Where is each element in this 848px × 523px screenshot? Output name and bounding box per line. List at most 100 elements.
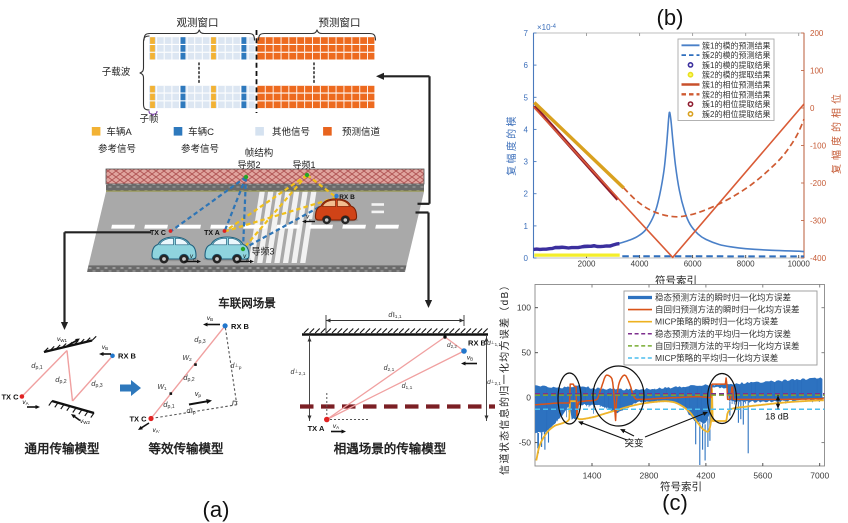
svg-text:预测信道: 预测信道 — [342, 126, 381, 138]
svg-text:子载波: 子载波 — [102, 66, 131, 78]
svg-text:vW1: vW1 — [57, 336, 67, 343]
svg-text:d⊥1,1: d⊥1,1 — [487, 340, 501, 348]
svg-text:簇2的相位提取结果: 簇2的相位提取结果 — [702, 109, 770, 119]
svg-text:0: 0 — [810, 104, 815, 113]
svg-text:子帧: 子帧 — [139, 113, 159, 125]
svg-text:8000: 8000 — [737, 260, 755, 269]
svg-text:-100: -100 — [810, 142, 827, 151]
svg-text:5: 5 — [524, 93, 529, 102]
svg-text:100: 100 — [517, 303, 531, 313]
svg-text:RX B: RX B — [231, 322, 250, 331]
svg-text:导频3: 导频3 — [251, 246, 274, 257]
svg-text:复幅度的模: 复幅度的模 — [505, 114, 518, 176]
svg-text:4: 4 — [524, 125, 529, 134]
svg-text:-300: -300 — [810, 217, 827, 226]
svg-text:相遇场景的传输模型: 相遇场景的传输模型 — [334, 441, 447, 456]
svg-text:-400: -400 — [810, 254, 827, 263]
svg-text:TX A: TX A — [204, 230, 220, 237]
svg-text:dp,1: dp,1 — [163, 400, 174, 410]
svg-text:4200: 4200 — [696, 471, 715, 481]
svg-text:1: 1 — [524, 222, 529, 231]
svg-text:自回归预测方法的平均归一化均方误差: 自回归预测方法的平均归一化均方误差 — [655, 341, 800, 351]
svg-text:W1: W1 — [157, 384, 167, 392]
svg-text:0: 0 — [524, 254, 529, 263]
svg-text:×10-4: ×10-4 — [537, 23, 557, 32]
svg-text:dp,3: dp,3 — [194, 335, 205, 345]
svg-text:观测窗口: 观测窗口 — [177, 16, 219, 29]
svg-text:d2,1: d2,1 — [384, 365, 395, 373]
svg-text:TX C: TX C — [150, 230, 166, 237]
svg-text:参考信号: 参考信号 — [181, 143, 219, 155]
svg-text:自回归预测方法的瞬时归一化均方误差: 自回归预测方法的瞬时归一化均方误差 — [655, 305, 800, 315]
svg-text:MICP策略的平均归一化均方误差: MICP策略的平均归一化均方误差 — [655, 353, 778, 363]
svg-text:MICP策略的瞬时归一化均方误差: MICP策略的瞬时归一化均方误差 — [655, 317, 778, 327]
svg-text:W2: W2 — [182, 355, 192, 363]
svg-text:vp: vp — [195, 391, 202, 399]
svg-text:0: 0 — [526, 393, 531, 403]
svg-text:簇1的模的提取结果: 簇1的模的提取结果 — [702, 60, 770, 70]
svg-text:vA′: vA′ — [152, 427, 159, 434]
svg-text:7: 7 — [524, 29, 529, 38]
svg-text:其他信号: 其他信号 — [272, 126, 310, 138]
svg-text:d1,1: d1,1 — [402, 383, 413, 391]
svg-text:(a): (a) — [203, 497, 230, 522]
svg-text:符号索引: 符号索引 — [655, 274, 697, 287]
svg-text:导频1: 导频1 — [292, 159, 315, 170]
svg-text:RX B: RX B — [118, 352, 137, 361]
svg-text:vA: vA — [243, 254, 249, 262]
svg-text:200: 200 — [810, 29, 824, 38]
svg-text:簇2的模的预测结果: 簇2的模的预测结果 — [702, 50, 770, 60]
svg-text:-200: -200 — [810, 179, 827, 188]
svg-text:簇1的相位预测结果: 簇1的相位预测结果 — [702, 80, 770, 90]
svg-text:d∥1,1: d∥1,1 — [388, 312, 401, 321]
svg-text:5600: 5600 — [753, 471, 772, 481]
svg-text:vA: vA — [333, 423, 339, 430]
svg-text:稳态预测方法的瞬时归一化均方误差: 稳态预测方法的瞬时归一化均方误差 — [655, 293, 791, 303]
svg-text:100: 100 — [810, 67, 824, 76]
svg-text:(b): (b) — [657, 5, 684, 30]
svg-text:dp,2: dp,2 — [55, 375, 66, 385]
svg-text:vC: vC — [190, 254, 196, 262]
svg-text:导频2: 导频2 — [237, 159, 260, 170]
svg-text:dp,2: dp,2 — [183, 373, 194, 383]
svg-text:稳态预测方法的平均归一化均方误差: 稳态预测方法的平均归一化均方误差 — [655, 329, 791, 339]
svg-text:符号索引: 符号索引 — [660, 480, 702, 493]
svg-text:d⊥p: d⊥p — [231, 363, 242, 372]
svg-text:6: 6 — [524, 61, 529, 70]
svg-text:4000: 4000 — [631, 260, 649, 269]
svg-text:7000: 7000 — [810, 471, 829, 481]
svg-text:(c): (c) — [662, 490, 688, 515]
svg-text:RX B: RX B — [468, 339, 487, 348]
svg-text:6000: 6000 — [684, 260, 702, 269]
svg-text:vB: vB — [306, 215, 312, 223]
svg-text:预测窗口: 预测窗口 — [319, 16, 361, 29]
svg-text:TX C: TX C — [129, 415, 147, 424]
svg-text:TX C: TX C — [1, 393, 19, 402]
svg-text:d∥p: d∥p — [186, 408, 195, 417]
svg-text:突变: 突变 — [624, 438, 644, 450]
svg-text:车联网场景: 车联网场景 — [218, 296, 276, 310]
svg-text:-50: -50 — [519, 438, 532, 448]
svg-text:1400: 1400 — [583, 471, 602, 481]
svg-text:vW2: vW2 — [80, 418, 90, 425]
svg-text:50: 50 — [522, 348, 532, 358]
svg-text:vB: vB — [207, 315, 213, 322]
svg-text:帧结构: 帧结构 — [245, 147, 274, 159]
svg-text:通用传输模型: 通用传输模型 — [24, 441, 100, 456]
svg-text:TX A: TX A — [308, 424, 325, 433]
svg-text:车辆C: 车辆C — [188, 126, 214, 138]
svg-text:簇2的模的提取结果: 簇2的模的提取结果 — [702, 70, 770, 80]
svg-text:dp,3: dp,3 — [91, 379, 102, 389]
svg-text:d⊥2,1: d⊥2,1 — [487, 379, 501, 387]
svg-text:簇1的模的预测结果: 簇1的模的预测结果 — [702, 40, 770, 50]
svg-text:2: 2 — [524, 190, 529, 199]
svg-text:2800: 2800 — [639, 471, 658, 481]
svg-text:vB: vB — [467, 355, 473, 362]
svg-text:信道状态信息的归一化均方误差（dB）: 信道状态信息的归一化均方误差（dB） — [498, 279, 511, 475]
svg-text:vA: vA — [22, 399, 28, 406]
svg-text:等效传输模型: 等效传输模型 — [147, 441, 224, 456]
svg-text:参考信号: 参考信号 — [98, 143, 136, 155]
svg-text:复幅度的相位: 复幅度的相位 — [830, 90, 843, 174]
svg-text:2000: 2000 — [578, 260, 596, 269]
svg-text:dp,1: dp,1 — [31, 361, 42, 371]
